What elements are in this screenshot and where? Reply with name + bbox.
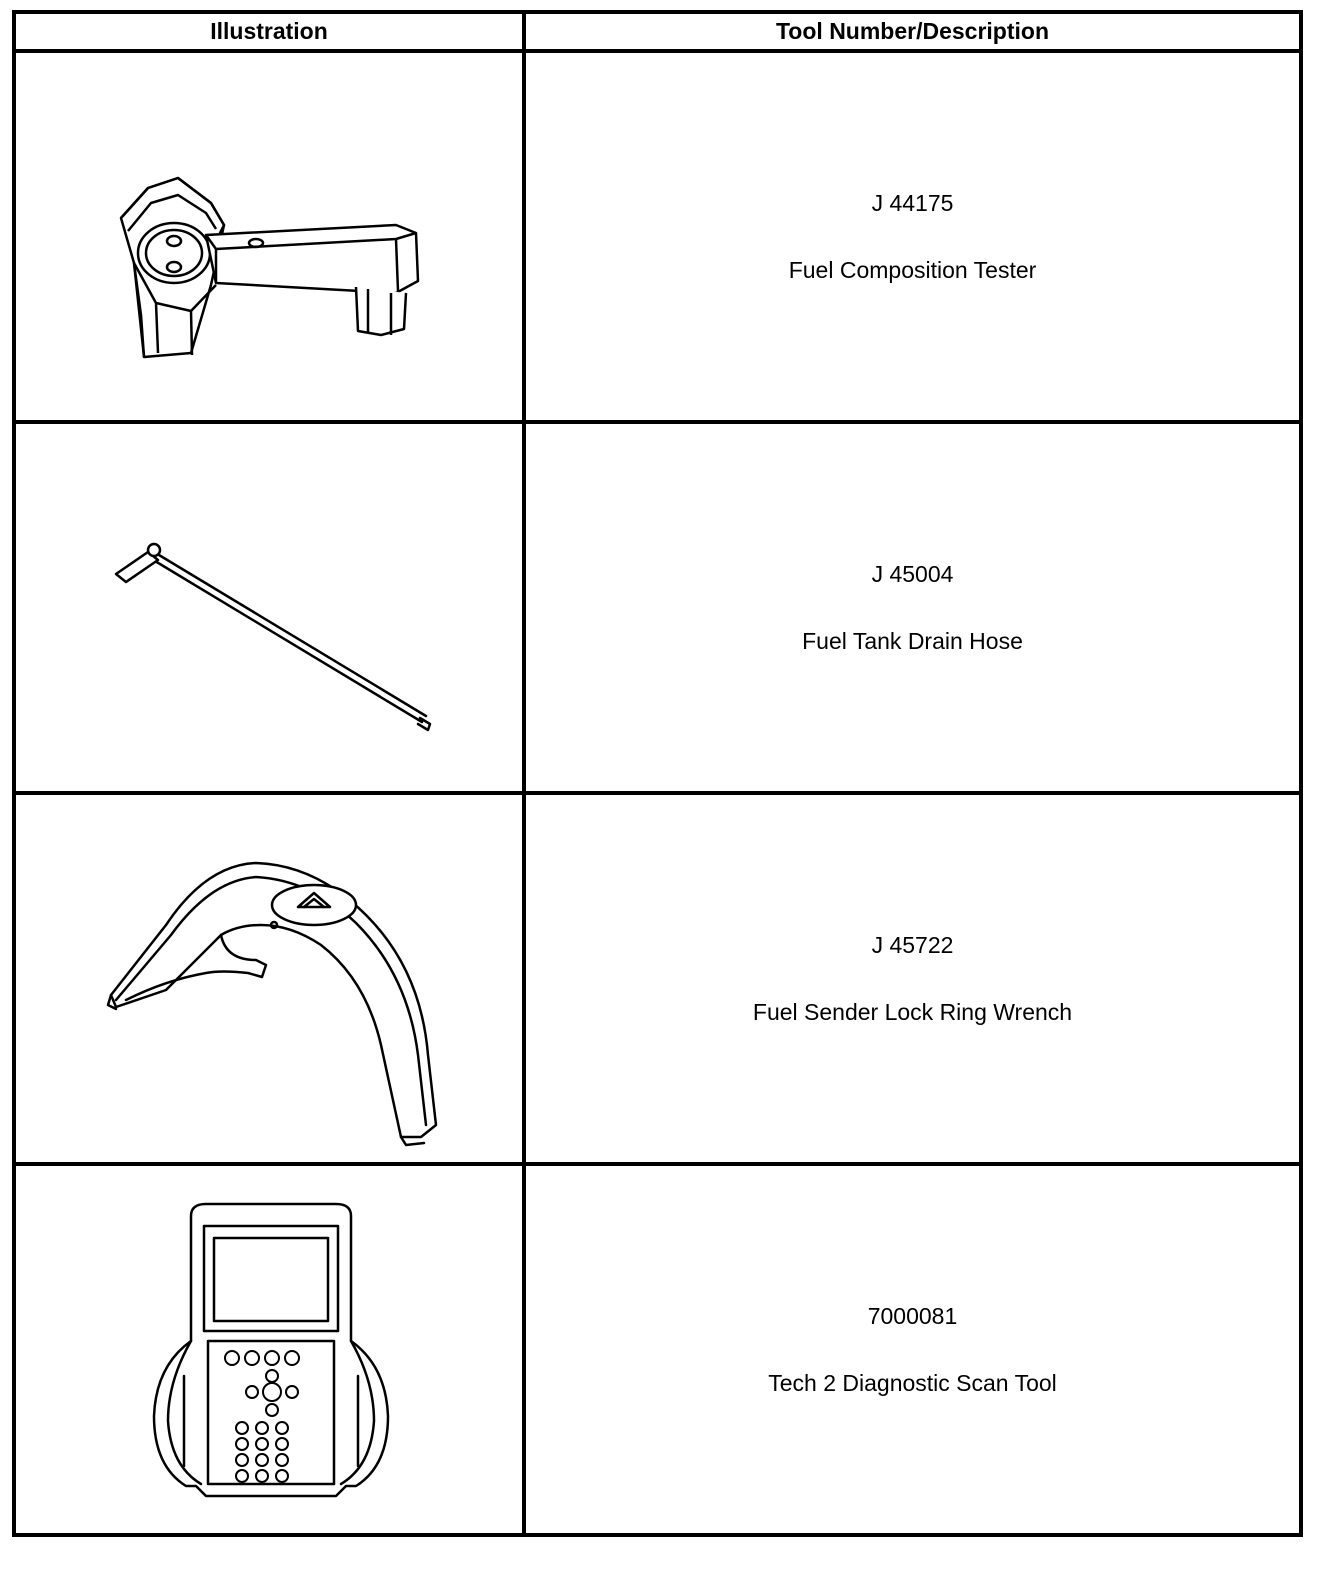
fuel-composition-tester-icon bbox=[16, 53, 526, 420]
tool-number: J 45004 bbox=[871, 560, 954, 587]
header-row: Illustration Tool Number/Description bbox=[12, 10, 1303, 53]
lock-ring-wrench-icon bbox=[16, 795, 526, 1162]
fuel-tank-drain-hose-icon bbox=[16, 424, 526, 791]
illustration-column-header: Illustration bbox=[12, 10, 526, 53]
table-row: J 45722 Fuel Sender Lock Ring Wrench bbox=[12, 791, 1303, 1166]
tool-cell: J 44175 Fuel Composition Tester bbox=[522, 49, 1303, 424]
tool-number: J 44175 bbox=[871, 189, 954, 216]
tool-cell: 7000081 Tech 2 Diagnostic Scan Tool bbox=[522, 1162, 1303, 1537]
tool-description: Fuel Tank Drain Hose bbox=[802, 627, 1023, 654]
illustration-cell bbox=[12, 49, 526, 424]
scan-tool-icon bbox=[16, 1166, 526, 1533]
tool-number: 7000081 bbox=[867, 1302, 958, 1329]
tool-column-header: Tool Number/Description bbox=[522, 10, 1303, 53]
tool-description: Tech 2 Diagnostic Scan Tool bbox=[768, 1369, 1057, 1396]
illustration-cell bbox=[12, 791, 526, 1166]
table-row: J 44175 Fuel Composition Tester bbox=[12, 49, 1303, 424]
tool-table: Illustration Tool Number/Description bbox=[12, 10, 1303, 1537]
tool-number: J 45722 bbox=[871, 931, 954, 958]
tool-cell: J 45722 Fuel Sender Lock Ring Wrench bbox=[522, 791, 1303, 1166]
tool-cell: J 45004 Fuel Tank Drain Hose bbox=[522, 420, 1303, 795]
tool-description: Fuel Composition Tester bbox=[788, 256, 1037, 283]
table-row: 7000081 Tech 2 Diagnostic Scan Tool bbox=[12, 1162, 1303, 1537]
illustration-cell bbox=[12, 420, 526, 795]
tool-description: Fuel Sender Lock Ring Wrench bbox=[752, 998, 1073, 1025]
illustration-cell bbox=[12, 1162, 526, 1537]
table-row: J 45004 Fuel Tank Drain Hose bbox=[12, 420, 1303, 795]
